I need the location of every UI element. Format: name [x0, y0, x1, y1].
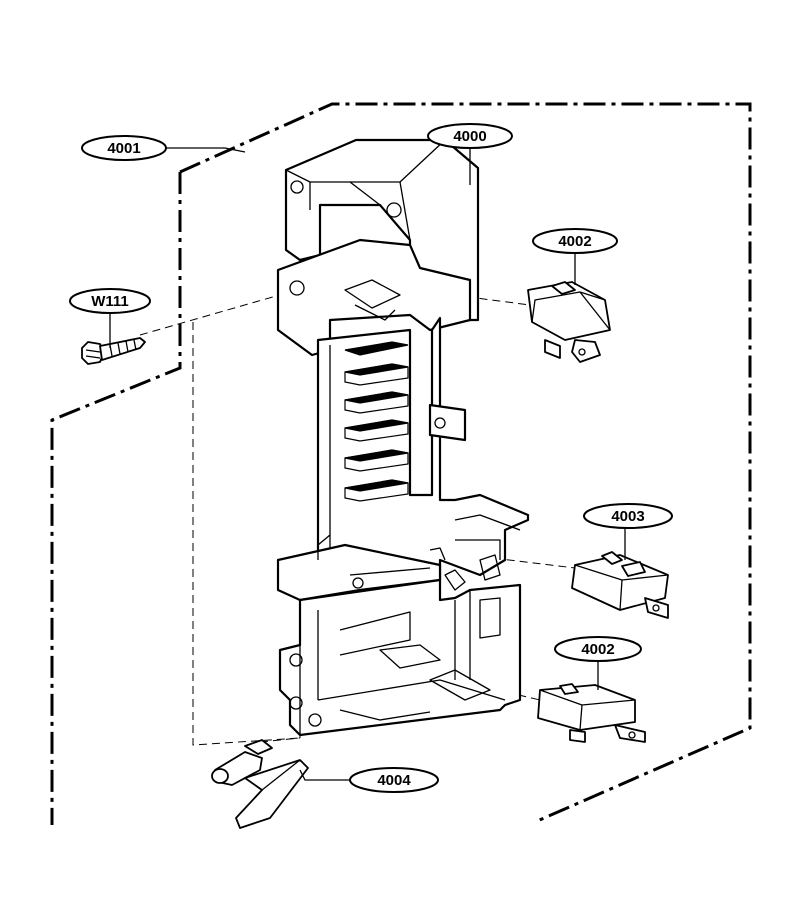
- leader-lines: [109, 146, 626, 781]
- lever-4004: [211, 739, 309, 829]
- assembly-boundary-left: [50, 172, 182, 825]
- callout-w111: W111: [69, 288, 151, 314]
- svg-text:W111: W111: [91, 293, 129, 310]
- assembly-boundary: [179, 102, 752, 824]
- callout-4001: 4001: [81, 135, 167, 161]
- callout-4000: 4000: [427, 123, 513, 149]
- callout-4003: 4003: [583, 503, 673, 529]
- svg-text:4003: 4003: [611, 508, 644, 525]
- switch-4002-lower: [537, 683, 646, 743]
- screw-w111: [81, 337, 146, 365]
- callout-4002-lower: 4002: [554, 636, 642, 662]
- callout-4002-upper: 4002: [532, 228, 618, 254]
- svg-text:4000: 4000: [453, 128, 486, 145]
- svg-text:4002: 4002: [558, 233, 591, 250]
- switch-4002-upper: [527, 281, 611, 363]
- switch-4003: [571, 551, 669, 619]
- frame-ribs: [344, 341, 409, 502]
- svg-text:4004: 4004: [377, 772, 411, 789]
- svg-text:4001: 4001: [107, 140, 140, 157]
- svg-text:4002: 4002: [581, 641, 614, 658]
- main-frame-4000: [276, 138, 530, 737]
- callout-4004: 4004: [349, 767, 439, 793]
